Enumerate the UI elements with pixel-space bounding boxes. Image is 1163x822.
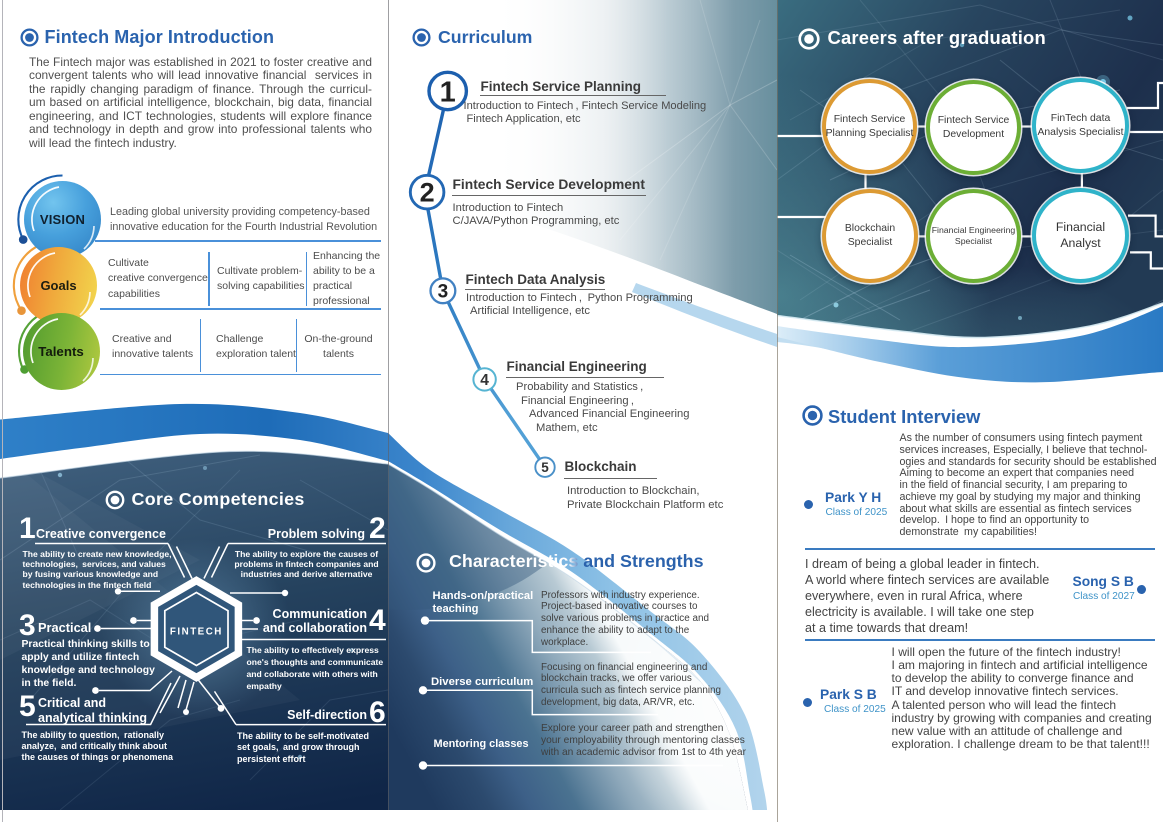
svg-text:FINTECH: FINTECH	[170, 627, 223, 638]
svg-text:4: 4	[480, 372, 489, 389]
svg-text:2: 2	[420, 178, 435, 208]
svg-text:3: 3	[438, 282, 449, 303]
svg-text:5: 5	[541, 460, 549, 475]
svg-text:1: 1	[440, 77, 456, 109]
